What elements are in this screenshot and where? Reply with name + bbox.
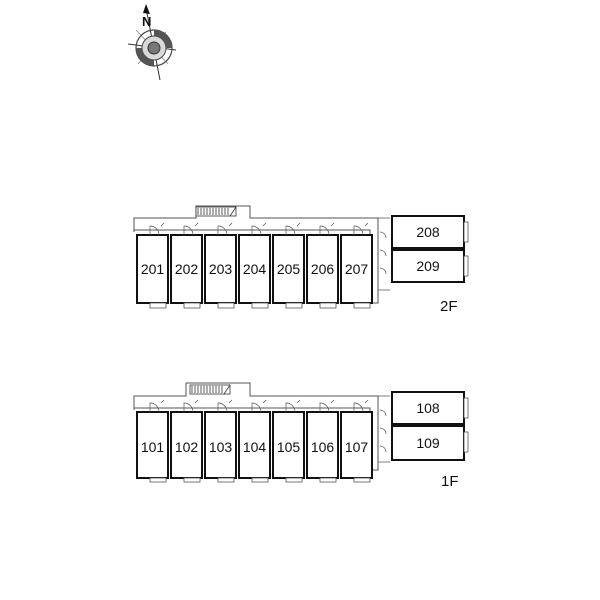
- unit-101: 101: [136, 411, 169, 479]
- svg-text:204: 204: [243, 261, 267, 277]
- compass-north-label: N: [142, 14, 151, 29]
- floor-label-1f: 1F: [441, 473, 459, 490]
- svg-text:104: 104: [243, 439, 267, 455]
- compass-rose: N: [127, 4, 177, 81]
- unit-row-main: 101 102 103 104 105 106: [136, 411, 373, 479]
- door-swing-icons: [149, 222, 369, 236]
- unit-202: 202: [170, 234, 203, 304]
- balcony-markers: [149, 302, 371, 309]
- floor-2f: 201 202 203 204 205 206: [133, 205, 469, 315]
- floor-1f: 101 102 103 104 105 106: [133, 382, 469, 490]
- svg-text:105: 105: [277, 439, 301, 455]
- unit-208: 208: [391, 215, 469, 249]
- unit-104: 104: [238, 411, 271, 479]
- unit-row-main: 201 202 203 204 205 206: [136, 234, 373, 304]
- unit-109: 109: [391, 425, 469, 461]
- unit-207: 207: [340, 234, 373, 304]
- unit-row-side: 208 209: [391, 215, 469, 283]
- svg-text:209: 209: [416, 258, 440, 274]
- svg-text:208: 208: [416, 224, 440, 240]
- balcony-markers: [149, 477, 371, 483]
- unit-108: 108: [391, 391, 469, 425]
- compass-icon: [127, 4, 177, 81]
- unit-209: 209: [391, 249, 469, 283]
- svg-text:201: 201: [141, 261, 165, 277]
- svg-text:101: 101: [141, 439, 165, 455]
- unit-203: 203: [204, 234, 237, 304]
- svg-text:108: 108: [416, 400, 440, 416]
- svg-text:109: 109: [416, 435, 440, 451]
- unit-106: 106: [306, 411, 339, 479]
- svg-text:203: 203: [209, 261, 233, 277]
- door-swing-icons: [149, 399, 369, 413]
- side-door-swing-icons: [379, 231, 387, 275]
- side-door-swing-icons: [379, 409, 387, 453]
- unit-205: 205: [272, 234, 305, 304]
- svg-text:202: 202: [175, 261, 199, 277]
- svg-text:107: 107: [345, 439, 369, 455]
- svg-text:106: 106: [311, 439, 335, 455]
- unit-row-side: 108 109: [391, 391, 469, 461]
- unit-105: 105: [272, 411, 305, 479]
- floor-label-2f: 2F: [440, 298, 458, 315]
- north-arrow-icon: [143, 4, 150, 14]
- unit-206: 206: [306, 234, 339, 304]
- svg-text:206: 206: [311, 261, 335, 277]
- unit-103: 103: [204, 411, 237, 479]
- unit-107: 107: [340, 411, 373, 479]
- unit-204: 204: [238, 234, 271, 304]
- unit-201: 201: [136, 234, 169, 304]
- svg-text:205: 205: [277, 261, 301, 277]
- svg-text:103: 103: [209, 439, 233, 455]
- staircase-icon: [195, 206, 237, 217]
- svg-text:102: 102: [175, 439, 199, 455]
- svg-text:207: 207: [345, 261, 369, 277]
- staircase-icon: [189, 384, 231, 395]
- unit-102: 102: [170, 411, 203, 479]
